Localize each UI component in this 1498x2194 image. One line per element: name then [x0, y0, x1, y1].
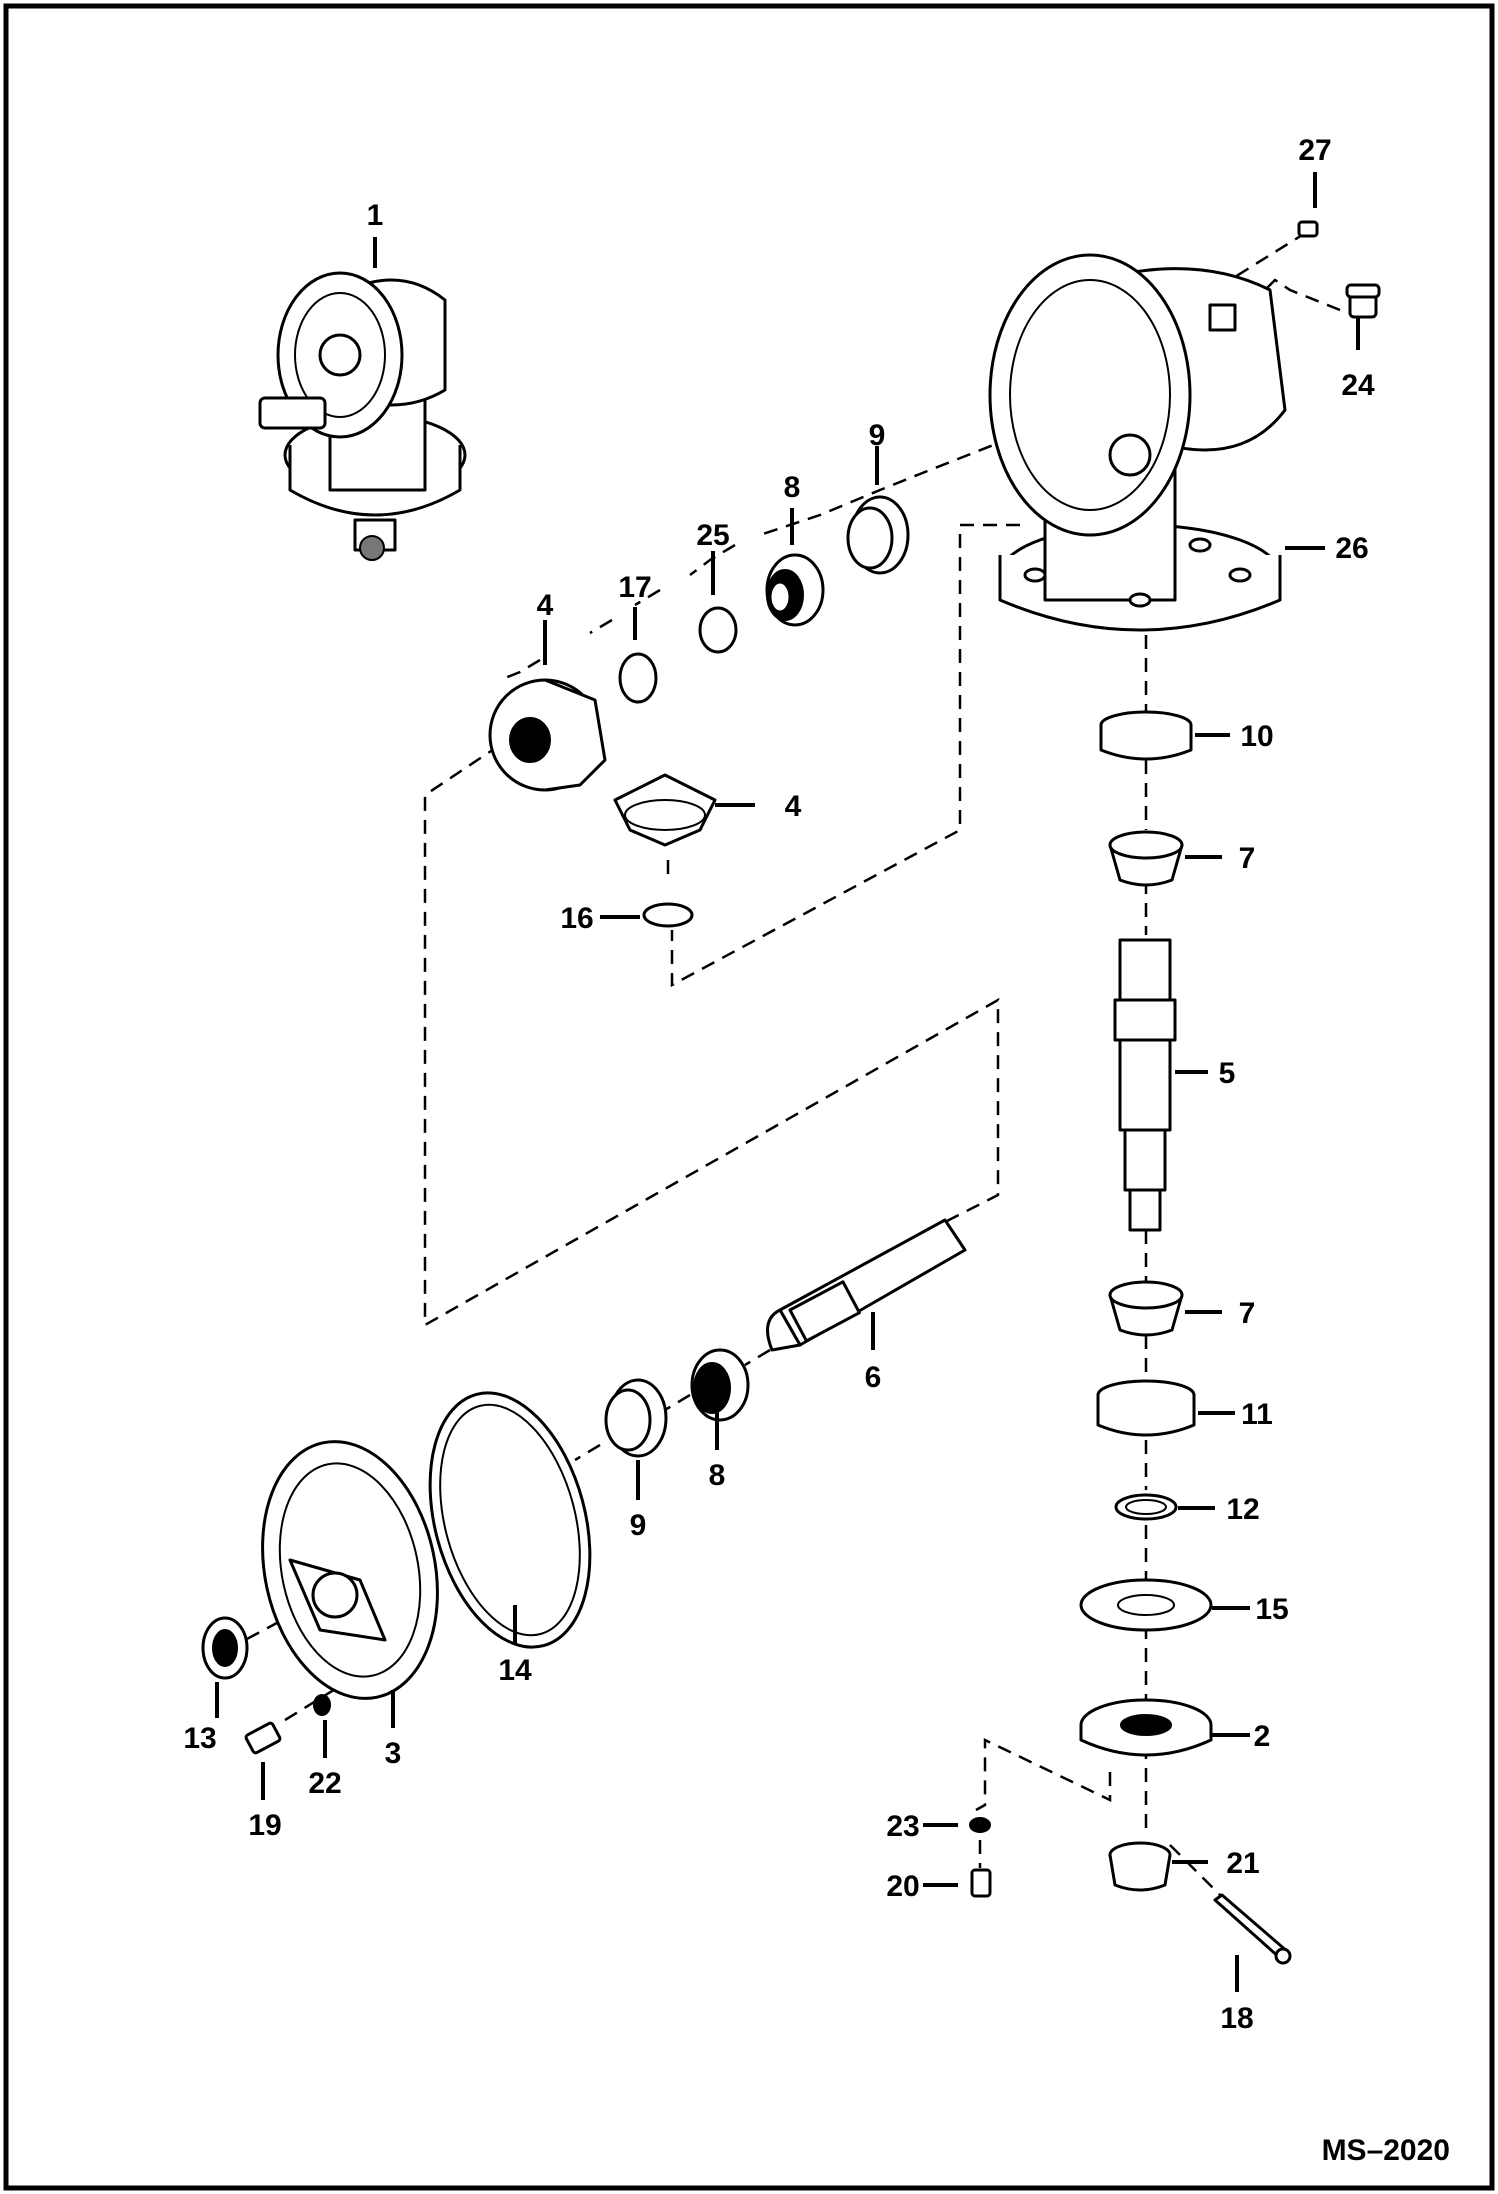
callout-8-lower: 8 [709, 1459, 726, 1492]
callout-9-lower: 9 [630, 1509, 647, 1542]
callout-21: 21 [1226, 1847, 1259, 1880]
callout-26: 26 [1335, 532, 1368, 565]
callout-22: 22 [308, 1767, 341, 1800]
bearing-retainer [1079, 1698, 1213, 1757]
bearing-cone-lower [690, 1348, 750, 1422]
cap-screw [970, 1868, 992, 1898]
assembly-lines [244, 230, 1341, 1941]
lock-washer-cover [313, 1694, 331, 1716]
callout-3: 3 [385, 1737, 402, 1770]
callout-10: 10 [1240, 720, 1273, 753]
shim-upper [618, 652, 658, 704]
callout-12: 12 [1226, 1493, 1259, 1526]
callout-23: 23 [886, 1810, 919, 1843]
bevel-gear [488, 678, 607, 792]
callout-1: 1 [367, 199, 384, 232]
cover-bolt [244, 1721, 282, 1755]
leader-lines [215, 172, 1360, 1992]
output-shaft [1113, 938, 1177, 1232]
callout-8-upper: 8 [784, 471, 801, 504]
lock-washer [969, 1817, 991, 1833]
callout-25: 25 [696, 519, 729, 552]
vent-plug [1345, 283, 1381, 319]
callout-20: 20 [886, 1870, 919, 1903]
input-pinion-shaft [766, 1218, 967, 1352]
callout-7-upper: 7 [1239, 842, 1256, 875]
shim-lower [642, 902, 694, 928]
callout-4-gear: 4 [537, 589, 554, 622]
callout-9-upper: 9 [869, 419, 886, 452]
roll-pin [1297, 220, 1319, 238]
callout-5: 5 [1219, 1057, 1236, 1090]
gearbox-housing [988, 253, 1287, 632]
oil-seal [1114, 1493, 1178, 1521]
page-border [3, 3, 1495, 2191]
bearing-cone-top [1108, 830, 1184, 887]
input-seal [201, 1616, 249, 1680]
callout-27: 27 [1298, 134, 1331, 167]
callout-19: 19 [248, 1809, 281, 1842]
pinion-gear [613, 773, 717, 847]
bearing-cup-top [1099, 710, 1193, 761]
drawing-code: MS–2020 [1322, 2134, 1450, 2167]
callout-2: 2 [1254, 1720, 1271, 1753]
snap-ring [698, 606, 738, 654]
callout-16: 16 [560, 902, 593, 935]
bearing-cup-bottom [1096, 1379, 1196, 1437]
gasket-large [428, 1391, 592, 1649]
callout-6: 6 [865, 1361, 882, 1394]
callout-14: 14 [498, 1654, 532, 1687]
callout-15: 15 [1255, 1593, 1288, 1626]
callout-7-lower: 7 [1239, 1297, 1256, 1330]
castle-nut [1108, 1841, 1172, 1892]
bearing-cone-upper [765, 553, 825, 627]
gasket-round [1079, 1578, 1213, 1632]
callout-11: 11 [1241, 1398, 1273, 1431]
gearbox-assembly-icon [258, 271, 467, 561]
bearing-cone-bottom [1108, 1280, 1184, 1337]
gearbox-cover [261, 1440, 439, 1700]
bearing-cup-upper [846, 495, 910, 575]
callout-labels: 1 27 24 9 8 25 26 4 17 10 4 7 16 5 7 6 1… [183, 134, 1375, 2035]
callout-18: 18 [1220, 2002, 1253, 2035]
bearing-cup-lower [604, 1378, 668, 1458]
callout-4-pinion: 4 [785, 790, 802, 823]
callout-17: 17 [618, 571, 651, 604]
callout-13: 13 [183, 1722, 216, 1755]
callout-24: 24 [1341, 369, 1375, 402]
cotter-pin [1213, 1893, 1292, 1965]
